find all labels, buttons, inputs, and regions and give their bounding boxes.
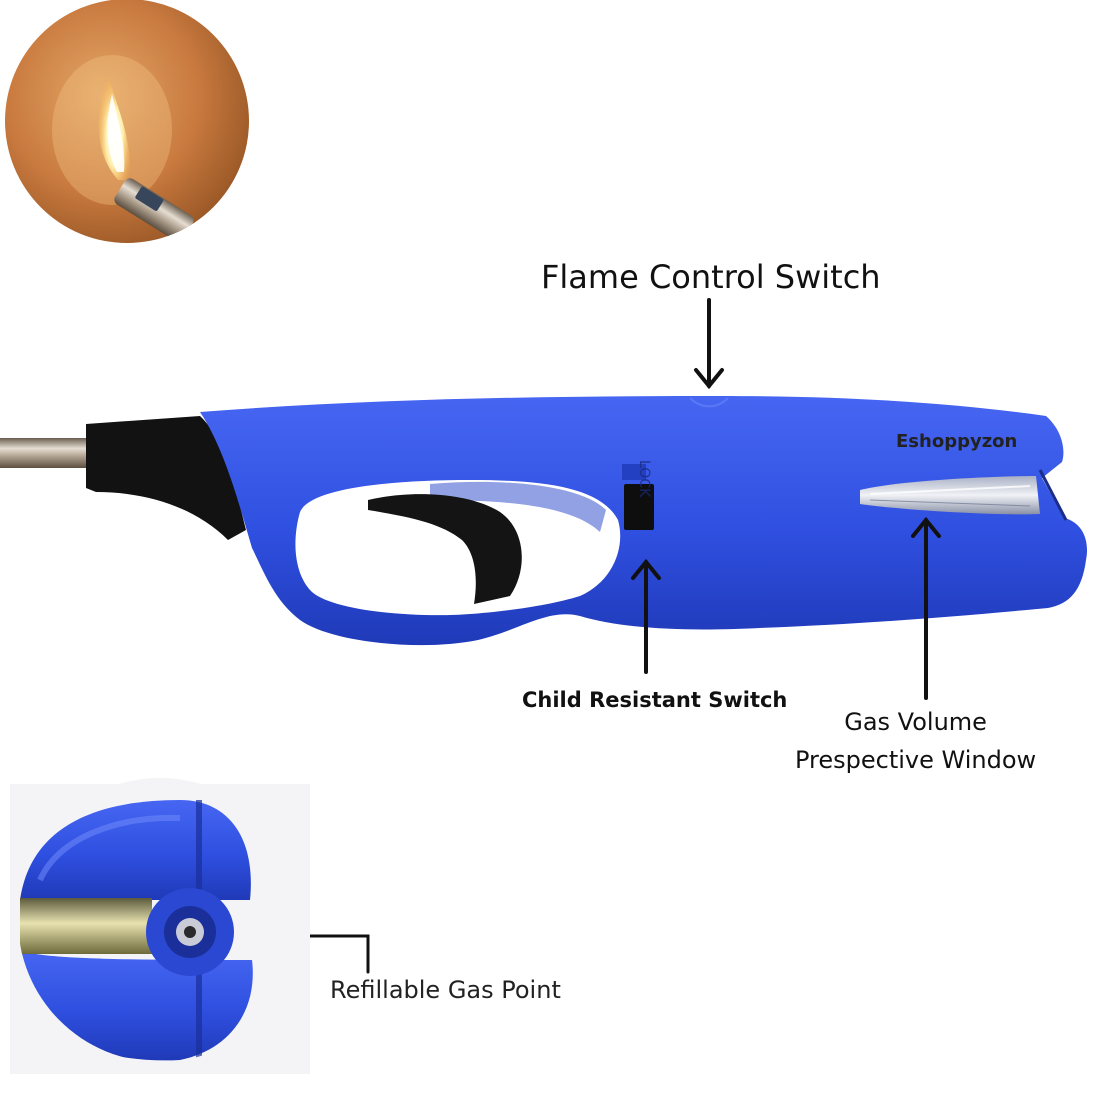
annotation-arrows [233, 298, 941, 974]
brand-label: Eshoppyzon [896, 431, 1018, 452]
arrow-down-icon [694, 298, 724, 390]
finger-loop [295, 480, 621, 616]
gas-tank [20, 898, 152, 954]
child-lock-switch[interactable] [624, 484, 654, 530]
flame-inset [5, 0, 249, 243]
arrow-up-icon [911, 516, 941, 700]
lock-slot-top [622, 464, 646, 480]
label-flame-control-switch: Flame Control Switch [541, 258, 881, 296]
black-collar [86, 416, 246, 540]
label-gas-volume-window: Gas Volume Prespective Window [795, 703, 1036, 779]
label-refillable-gas-point: Refillable Gas Point [330, 976, 561, 1004]
refill-inset [10, 778, 310, 1074]
steel-wand [0, 438, 96, 468]
flame-inset-background [5, 0, 249, 243]
label-child-resistant-switch: Child Resistant Switch [522, 688, 788, 712]
lock-mark: LOCK [636, 460, 652, 498]
flame-control-switch[interactable] [689, 397, 729, 408]
lighter-body [0, 396, 1088, 646]
trigger-button[interactable] [368, 494, 522, 604]
lighter-nozzle-icon [114, 178, 194, 242]
label-gas-volume-line1: Gas Volume [844, 708, 987, 736]
label-gas-volume-line2: Prespective Window [795, 746, 1037, 774]
arrow-up-icon [631, 558, 661, 674]
